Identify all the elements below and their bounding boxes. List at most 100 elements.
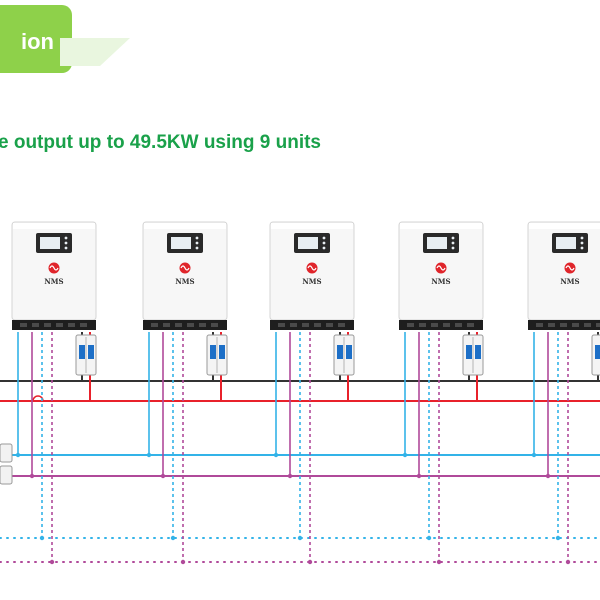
lcd-button-icon	[195, 246, 199, 250]
inverter-unit: NMS	[11, 221, 97, 565]
terminal-slot	[56, 323, 63, 327]
terminal-plate	[270, 320, 354, 330]
terminal-slot	[44, 323, 51, 327]
terminal-slot	[338, 323, 345, 327]
bus-junction-dot	[565, 559, 571, 565]
terminal-plate	[143, 320, 227, 330]
dc-breaker	[206, 334, 228, 376]
lcd-screen	[556, 237, 576, 249]
section-tab-tail	[60, 38, 130, 66]
inverter-unit: NMS	[527, 221, 600, 565]
lcd-screen	[171, 237, 191, 249]
dc-breaker	[333, 334, 355, 376]
bus-junction-dot	[416, 473, 422, 479]
terminal-slot	[326, 323, 333, 327]
terminal-slot	[211, 323, 218, 327]
nms-logo-wave	[180, 265, 190, 271]
brand-label: NMS	[431, 277, 450, 286]
inverter-unit: NMS	[269, 221, 355, 565]
terminal-slot	[80, 323, 87, 327]
lcd-button-icon	[451, 241, 455, 245]
bus-junction-dot	[555, 535, 561, 541]
nms-logo-wave	[565, 265, 575, 271]
dc-breaker	[75, 334, 97, 376]
terminal-slot	[68, 323, 75, 327]
bus-junction-dot	[15, 452, 21, 458]
lcd-button-icon	[580, 236, 584, 240]
section-tab-label: ion	[21, 29, 54, 54]
dc-breaker	[462, 334, 484, 376]
terminal-slot	[20, 323, 27, 327]
breaker-toggle	[88, 345, 94, 359]
lcd-button-icon	[580, 241, 584, 245]
lcd-button-icon	[64, 241, 68, 245]
lcd-button-icon	[322, 236, 326, 240]
terminal-slot	[407, 323, 414, 327]
lcd-button-icon	[322, 241, 326, 245]
ac-output-neutral-connector	[0, 465, 13, 485]
lcd-button-icon	[64, 246, 68, 250]
terminal-slot	[455, 323, 462, 327]
bus-junction-dot	[170, 535, 176, 541]
breaker-toggle	[346, 345, 352, 359]
terminal-slot	[548, 323, 555, 327]
terminal-slot	[175, 323, 182, 327]
brand-label: NMS	[44, 277, 63, 286]
bus-junction-dot	[402, 452, 408, 458]
terminal-slot	[278, 323, 285, 327]
bus-junction-dot	[180, 559, 186, 565]
inverter-top-highlight	[529, 223, 600, 229]
breaker-toggle	[210, 345, 216, 359]
bus-junction-dot	[146, 452, 152, 458]
terminal-slot	[302, 323, 309, 327]
terminal-slot	[32, 323, 39, 327]
nms-logo-wave	[307, 265, 317, 271]
lcd-screen	[298, 237, 318, 249]
lcd-button-icon	[64, 236, 68, 240]
inverter-top-highlight	[144, 223, 226, 229]
lcd-button-icon	[451, 236, 455, 240]
inverter-top-highlight	[400, 223, 482, 229]
inverter-unit: NMS	[398, 221, 484, 565]
terminal-slot	[560, 323, 567, 327]
inverter-top-highlight	[13, 223, 95, 229]
inverter-top-highlight	[271, 223, 353, 229]
breaker-toggle	[595, 345, 600, 359]
breaker-toggle	[466, 345, 472, 359]
brand-label: NMS	[175, 277, 194, 286]
terminal-slot	[536, 323, 543, 327]
breaker-toggle	[475, 345, 481, 359]
nms-logo-wave	[49, 265, 59, 271]
terminal-slot	[443, 323, 450, 327]
bus-junction-dot	[545, 473, 551, 479]
lcd-button-icon	[195, 236, 199, 240]
terminal-slot	[596, 323, 600, 327]
lcd-button-icon	[451, 246, 455, 250]
lcd-button-icon	[195, 241, 199, 245]
lcd-screen	[40, 237, 60, 249]
inverter-unit: NMS	[142, 221, 228, 565]
bus-junction-dot	[436, 559, 442, 565]
terminal-slot	[199, 323, 206, 327]
nms-logo-wave	[436, 265, 446, 271]
terminal-slot	[584, 323, 591, 327]
bus-junction-dot	[273, 452, 279, 458]
terminal-slot	[290, 323, 297, 327]
terminal-slot	[187, 323, 194, 327]
bus-junction-dot	[287, 473, 293, 479]
breaker-toggle	[79, 345, 85, 359]
lcd-button-icon	[322, 246, 326, 250]
terminal-slot	[151, 323, 158, 327]
lcd-screen	[427, 237, 447, 249]
terminal-slot	[467, 323, 474, 327]
brand-label: NMS	[560, 277, 579, 286]
terminal-slot	[572, 323, 579, 327]
bus-junction-dot	[297, 535, 303, 541]
bus-junction-dot	[426, 535, 432, 541]
terminal-plate	[12, 320, 96, 330]
terminal-slot	[431, 323, 438, 327]
breaker-toggle	[337, 345, 343, 359]
terminal-slot	[419, 323, 426, 327]
headline: e output up to 49.5KW using 9 units	[0, 132, 321, 153]
bus-junction-dot	[531, 452, 537, 458]
